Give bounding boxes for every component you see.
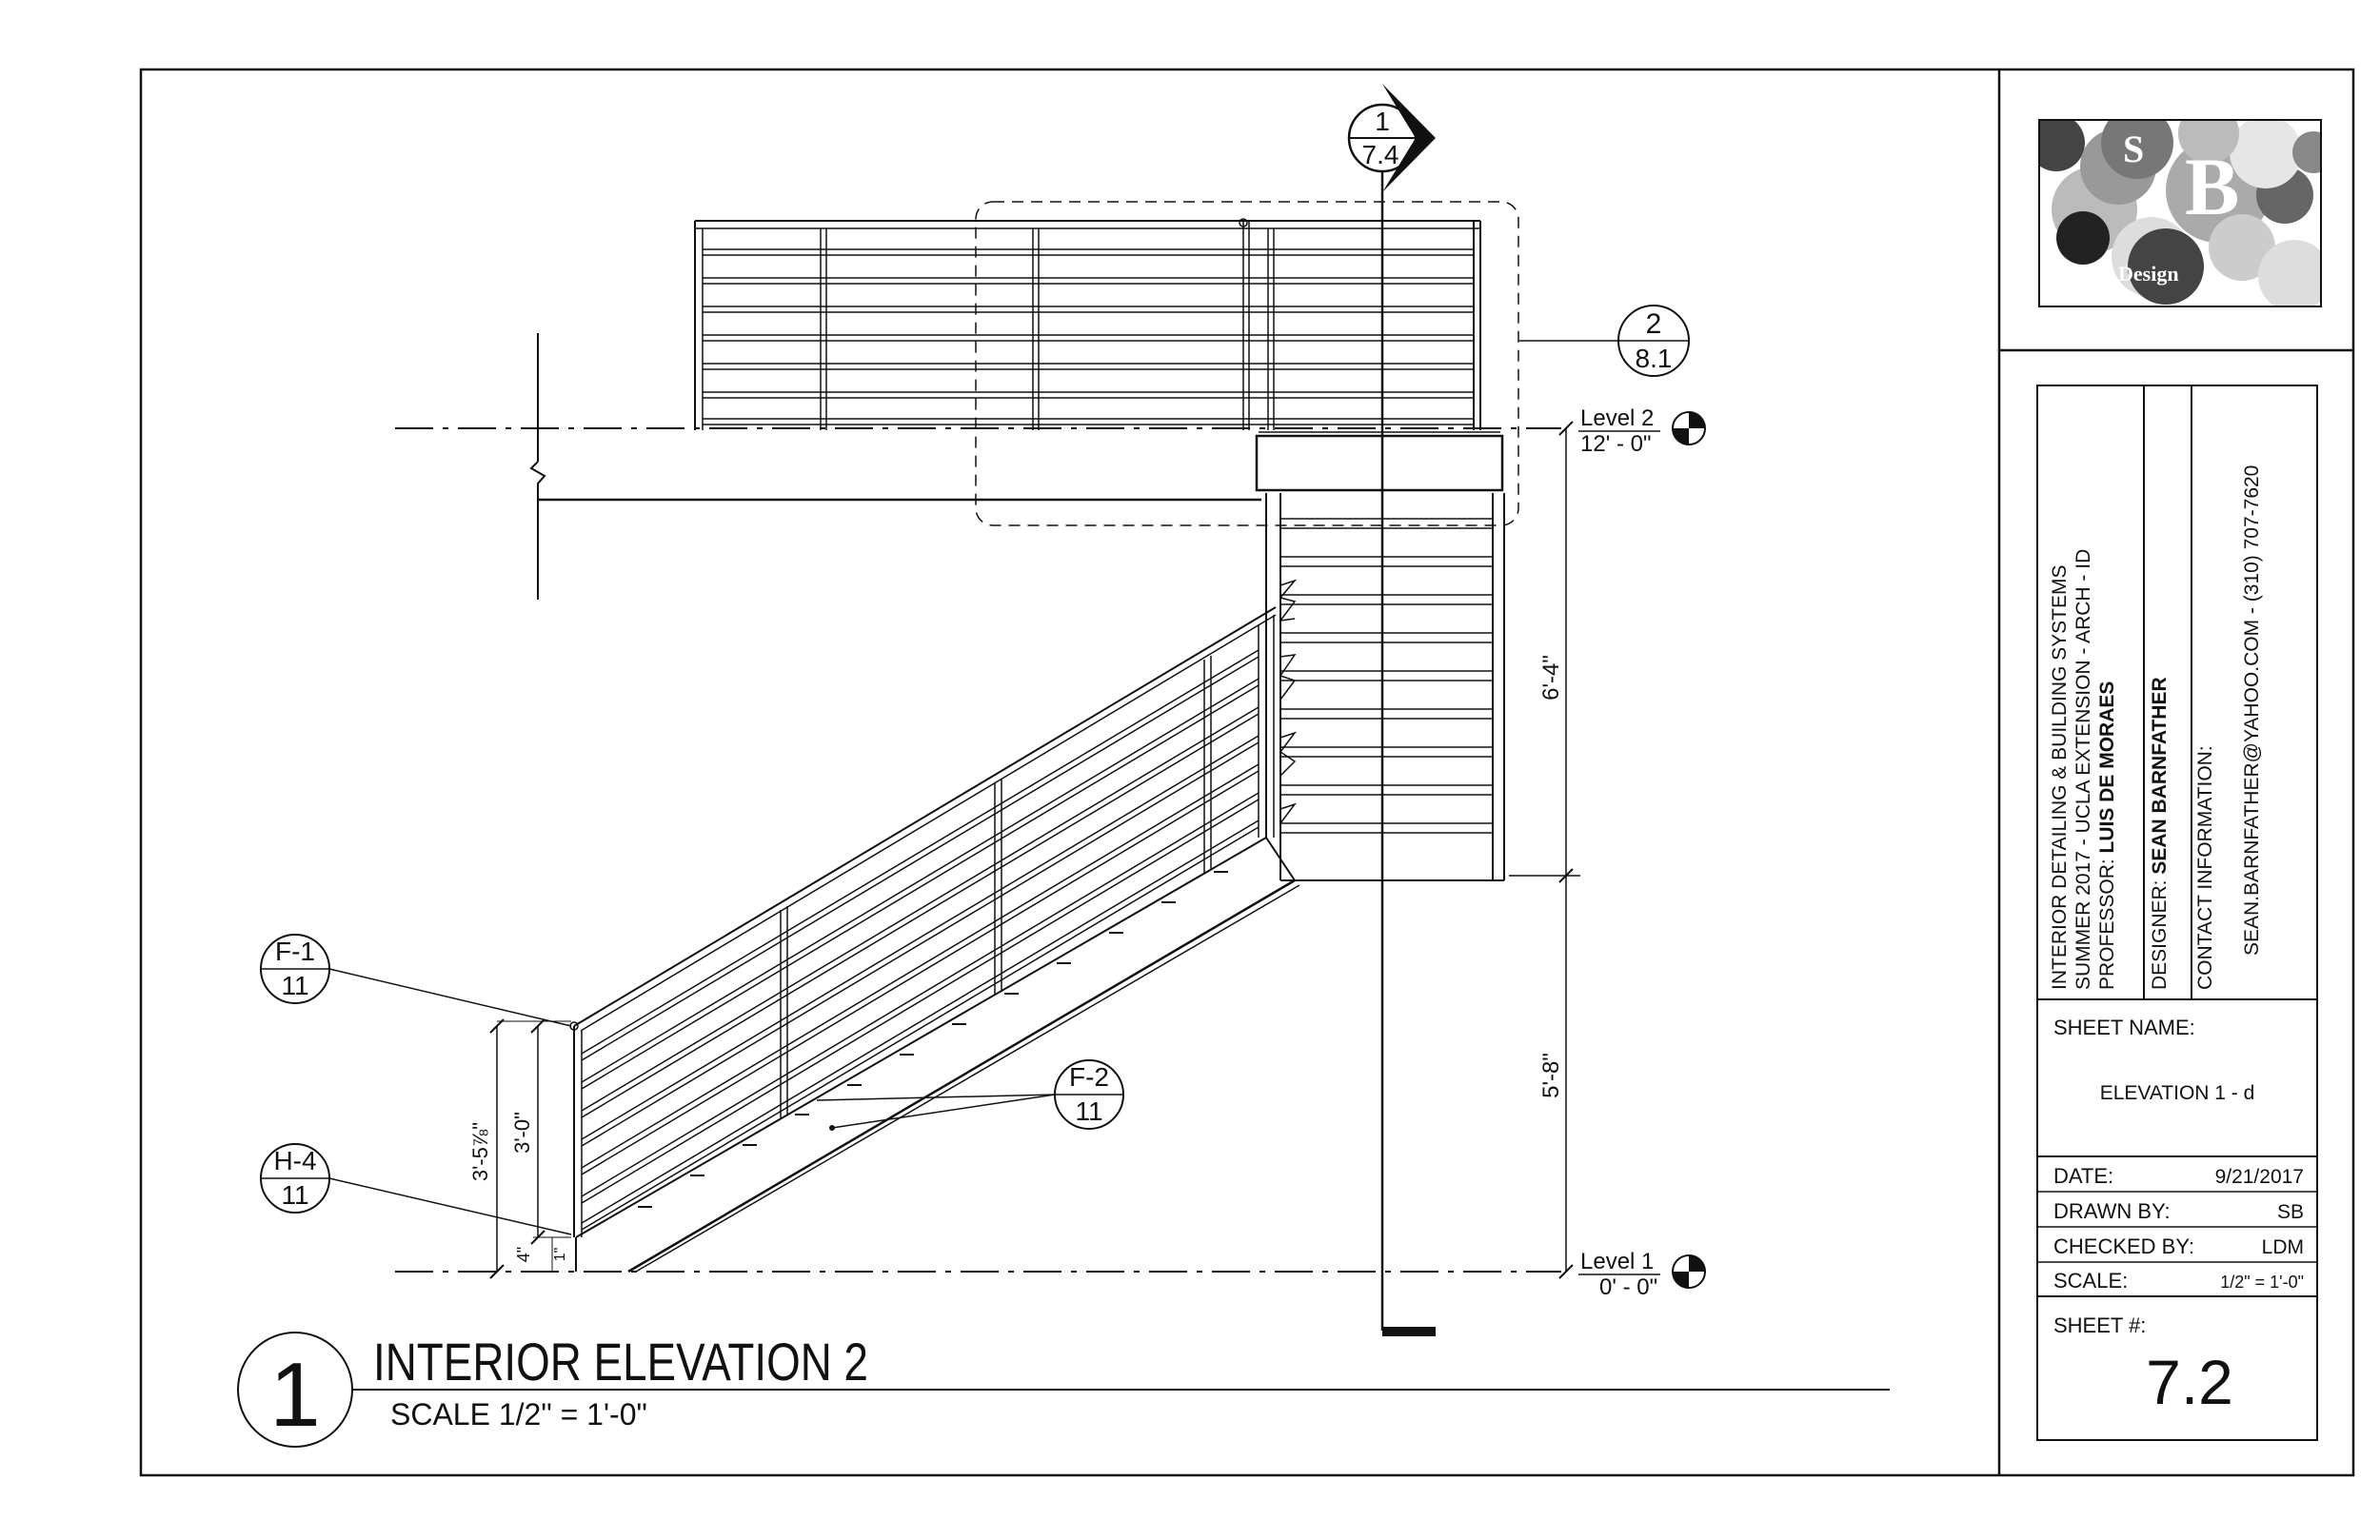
drawn-by-value: SB [2277, 1201, 2304, 1223]
stair-railing [569, 606, 1277, 1237]
svg-text:PROFESSOR: LUIS DE MORAES: PROFESSOR: LUIS DE MORAES [2096, 681, 2118, 990]
contact-value: SEAN.BARNFATHER@YAHOO.COM - (310) 707-76… [2241, 465, 2263, 956]
drawing-title-text: INTERIOR ELEVATION 2 [373, 1332, 868, 1392]
callout-f2-bottom: 11 [1075, 1096, 1102, 1126]
sheet-name-label: SHEET NAME: [2053, 1016, 2195, 1039]
level-2-marker: Level 2 12' - 0" [1578, 405, 1706, 457]
level-2-elevation: 12' - 0" [1580, 431, 1651, 457]
sheet-num-label: SHEET #: [2053, 1313, 2146, 1337]
detail-callout-bottom: 8.1 [1636, 344, 1673, 373]
dim-rail-height: 3'-0" [510, 1112, 534, 1154]
professor-name: LUIS DE MORAES [2096, 681, 2118, 854]
level-1-elevation: 0' - 0" [1599, 1274, 1657, 1300]
section-cut: 1 7.4 [1347, 84, 1436, 1336]
callout-f1-bottom: 11 [281, 971, 308, 1000]
detail-boundary [975, 201, 1519, 526]
callout-h4: H-4 11 [260, 1143, 572, 1235]
designer-name: SEAN BARNFATHER [2149, 677, 2171, 874]
dim-rail-overall: 3'-5⅞" [468, 1122, 492, 1181]
drawing-scale-note: SCALE 1/2" = 1'-0" [390, 1397, 647, 1431]
title-block: INTERIOR DETAILING & BUILDING SYSTEMS SU… [2036, 385, 2318, 1441]
vertical-dimensions: 6'-4" 5'-8" [1509, 421, 1580, 1279]
sheet-name: ELEVATION 1 - d [2100, 1082, 2255, 1104]
section-marker-bottom: 7.4 [1362, 140, 1399, 169]
svg-text:DESIGNER: SEAN BARNFATHER: DESIGNER: SEAN BARNFATHER [2149, 677, 2171, 990]
elevation-drawing: 1 7.4 2 8.1 Level 2 12' - 0" Level 1 0' … [260, 84, 1706, 1336]
sheet-number: 7.2 [2146, 1347, 2233, 1417]
drawing-title: 1 INTERIOR ELEVATION 2 SCALE 1/2" = 1'-0… [237, 1332, 1890, 1448]
level-1-name: Level 1 [1580, 1249, 1654, 1274]
rail-dimensions: 3'-5⅞" 3'-0" 4" 1" [468, 1018, 571, 1279]
scale-value: 1/2" = 1'-0" [2220, 1273, 2304, 1292]
sheet-border [139, 68, 2355, 1477]
dim-base-offset: 4" [514, 1247, 533, 1262]
dim-upper-run: 6'-4" [1538, 655, 1564, 701]
dim-lower-run: 5'-8" [1538, 1053, 1564, 1098]
level-1-marker: Level 1 0' - 0" [1578, 1249, 1706, 1300]
designer-label: DESIGNER: [2149, 875, 2171, 990]
section-marker-top: 1 [1375, 107, 1390, 136]
level-2-name: Level 2 [1580, 405, 1654, 431]
stair-stringer [575, 837, 1300, 1273]
landing-wall [1265, 493, 1505, 881]
callout-f2: F-2 11 [816, 1059, 1124, 1131]
level-2-slab [529, 333, 1504, 600]
sb-design-logo: S B Design [2038, 119, 2322, 307]
callout-f2-top: F-2 [1069, 1062, 1109, 1092]
upper-guardrail [694, 218, 1481, 430]
professor-label: PROFESSOR: [2096, 853, 2118, 990]
callout-f1-top: F-1 [275, 937, 315, 966]
view-number: 1 [269, 1344, 320, 1446]
dim-base-small: 1" [552, 1248, 568, 1262]
course-line-2: SUMMER 2017 - UCLA EXTENSION - ARCH - ID [2073, 549, 2094, 990]
callout-h4-bottom: 11 [281, 1180, 308, 1210]
callout-f1: F-1 11 [260, 934, 572, 1027]
logo-letter-s: S [2123, 128, 2144, 170]
date-label: DATE: [2053, 1164, 2113, 1188]
scale-label: SCALE: [2053, 1269, 2128, 1293]
logo-letter-b: B [2185, 141, 2239, 232]
detail-callout-top: 2 [1646, 308, 1662, 340]
callout-h4-top: H-4 [273, 1146, 316, 1175]
checked-by-label: CHECKED BY: [2053, 1234, 2194, 1258]
logo-word-design: Design [2118, 262, 2179, 286]
contact-label: CONTACT INFORMATION: [2194, 745, 2216, 990]
checked-by-value: LDM [2262, 1236, 2304, 1258]
drawn-by-label: DRAWN BY: [2053, 1199, 2171, 1223]
course-line-1: INTERIOR DETAILING & BUILDING SYSTEMS [2049, 564, 2071, 990]
date-value: 9/21/2017 [2215, 1166, 2304, 1188]
detail-callout-2-8-1: 2 8.1 [1519, 305, 1690, 377]
